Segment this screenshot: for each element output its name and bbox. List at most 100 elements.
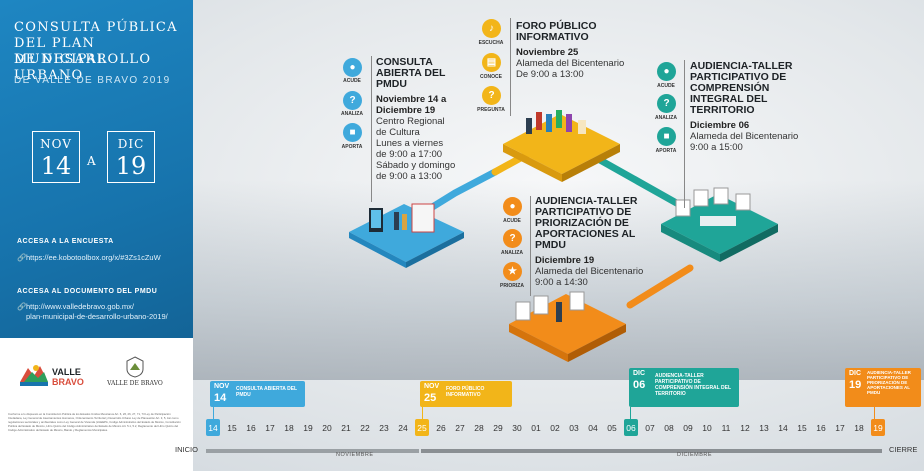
title-line-3: DE DESARROLLO URBANO [14, 52, 152, 83]
timeline-day: 14 [778, 423, 788, 433]
icon-label: ACUDE [343, 78, 361, 84]
timeline-day: 13 [759, 423, 769, 433]
timeline-day: 24 [398, 423, 408, 433]
conoce-icon: ▤ [482, 53, 501, 72]
icon-label: APORTA [341, 144, 363, 150]
event-title: AUDIENCIA-TALLER PARTICIPATIVO DE PRIORI… [535, 195, 638, 251]
timeline-day-highlight [871, 419, 885, 436]
event-leader-line [510, 18, 511, 116]
event-hours-weekday: Lunes a viernes de 9:00 a 17:00 [376, 138, 444, 160]
timeline-tag-comprension: DIC 06 AUDIENCIA-TALLER PARTICIPATIVO DE… [629, 368, 739, 407]
range-connector: A [87, 154, 96, 168]
event-audiencia-comprension: AUDIENCIA-TALLER PARTICIPATIVO DE COMPRE… [690, 60, 808, 154]
event-date: Diciembre 06 [690, 120, 750, 131]
acude-icon: ● [657, 62, 676, 81]
timeline-day: 26 [436, 423, 446, 433]
event-hours: 9:00 a 15:00 [690, 142, 743, 153]
timeline-day: 25 [417, 423, 427, 433]
icon-label: ANALIZA [501, 250, 523, 256]
timeline-day: 21 [341, 423, 351, 433]
event-leader-line [530, 196, 531, 296]
event-hours: 9:00 a 14:30 [535, 277, 588, 288]
timeline-tag-consulta: NOV 14 CONSULTA ABIERTA DEL PMDU [210, 381, 305, 407]
svg-text:VALLE: VALLE [52, 367, 81, 377]
end-day: 19 [115, 152, 147, 180]
timeline-day: 27 [455, 423, 465, 433]
timeline-day: 16 [816, 423, 826, 433]
valle-logo: VALLE BRAVO [18, 360, 88, 390]
timeline-day-highlight [415, 419, 429, 436]
event-date: Diciembre 19 [535, 255, 595, 266]
start-day: 14 [40, 152, 72, 180]
route-teal [596, 156, 684, 209]
tag-month: DIC [849, 370, 862, 377]
timeline-day: 19 [873, 423, 883, 433]
route-orange [626, 264, 694, 309]
survey-url[interactable]: https://ee.kobotoolbox.org/x/#3Zs1cZuW [26, 253, 161, 262]
platform-consulta [349, 203, 464, 268]
tag-day: 14 [214, 392, 227, 404]
icon-label: ACUDE [657, 83, 675, 89]
tag-day: 25 [424, 392, 437, 404]
timeline-day: 30 [512, 423, 522, 433]
timeline-day: 12 [740, 423, 750, 433]
legal-fine-print: Conforme a lo dispuesto en la Constituci… [8, 412, 181, 432]
icon-label: ANALIZA [341, 111, 363, 117]
timeline-day: 18 [284, 423, 294, 433]
title-line-4: DE VALLE DE BRAVO 2019 [14, 75, 171, 86]
document-url-2[interactable]: plan-municipal-de-desarrollo-urbano-2019… [26, 312, 168, 321]
icon-label: ANALIZA [655, 115, 677, 121]
event-audiencia-priorizacion: AUDIENCIA-TALLER PARTICIPATIVO DE PRIORI… [535, 195, 645, 289]
icon-label: ESCUCHA [478, 40, 504, 46]
event-leader-line [371, 56, 372, 202]
title-line-1: CONSULTA PÚBLICA [14, 20, 178, 35]
timeline-day-highlight [624, 419, 638, 436]
icon-label: CONOCE [480, 74, 502, 80]
aporta-icon: ■ [343, 123, 362, 142]
event-place: Centro Regional de Cultura [376, 116, 445, 138]
pregunta-icon: ? [482, 86, 501, 105]
event-place: Alameda del Bicentenario [516, 58, 625, 69]
timeline-tag-priorizacion: DIC 19 AUDIENCIA-TALLER PARTICIPATIVO DE… [845, 368, 921, 407]
escucha-icon: ♪ [482, 19, 501, 38]
timeline-day: 06 [626, 423, 636, 433]
end-month: DIC [117, 137, 145, 151]
tag-month: NOV [214, 383, 230, 390]
end-date-box: DIC 19 [107, 131, 155, 183]
survey-link[interactable]: 🔗https://ee.kobotoolbox.org/x/#3Zs1cZuW [17, 253, 161, 263]
event-place: Alameda del Bicentenario [535, 266, 644, 277]
start-date-box: NOV 14 [32, 131, 80, 183]
timeline-day: 10 [702, 423, 712, 433]
timeline-day: 15 [797, 423, 807, 433]
timeline-day: 04 [588, 423, 598, 433]
timeline-day-highlight [206, 419, 220, 436]
document-link[interactable]: 🔗http://www.valledebravo.gob.mx/plan-mun… [17, 302, 168, 322]
document-url-1[interactable]: http://www.valledebravo.gob.mx/ [26, 302, 134, 311]
event-title: FORO PÚBLICO INFORMATIVO [516, 20, 597, 43]
analiza-icon: ? [343, 91, 362, 110]
timeline-day: 01 [531, 423, 541, 433]
timeline-day: 20 [322, 423, 332, 433]
acude-icon: ● [343, 58, 362, 77]
icon-label: PREGUNTA [477, 107, 505, 113]
timeline-day: 02 [550, 423, 560, 433]
tag-month: DIC [633, 370, 646, 377]
timeline-bar-december [421, 449, 882, 453]
event-title: AUDIENCIA-TALLER PARTICIPATIVO DE COMPRE… [690, 60, 793, 116]
start-month: NOV [40, 137, 72, 151]
municipal-seal-text: VALLE DE BRAVO [107, 380, 163, 387]
timeline-stem [874, 407, 875, 421]
event-leader-line [684, 60, 685, 208]
aporta-icon: ■ [657, 127, 676, 146]
timeline-day: 09 [683, 423, 693, 433]
timeline-day: 18 [854, 423, 864, 433]
event-place: Alameda del Bicentenario [690, 131, 799, 142]
municipal-seal-logo: VALLE DE BRAVO [105, 356, 165, 394]
timeline-day: 16 [246, 423, 256, 433]
timeline-day: 17 [835, 423, 845, 433]
timeline-day: 07 [645, 423, 655, 433]
timeline-day: 08 [664, 423, 674, 433]
timeline-day: 05 [607, 423, 617, 433]
timeline-day: 22 [360, 423, 370, 433]
timeline-tag-foro: NOV 25 FORO PÚBLICO INFORMATIVO [420, 381, 512, 407]
